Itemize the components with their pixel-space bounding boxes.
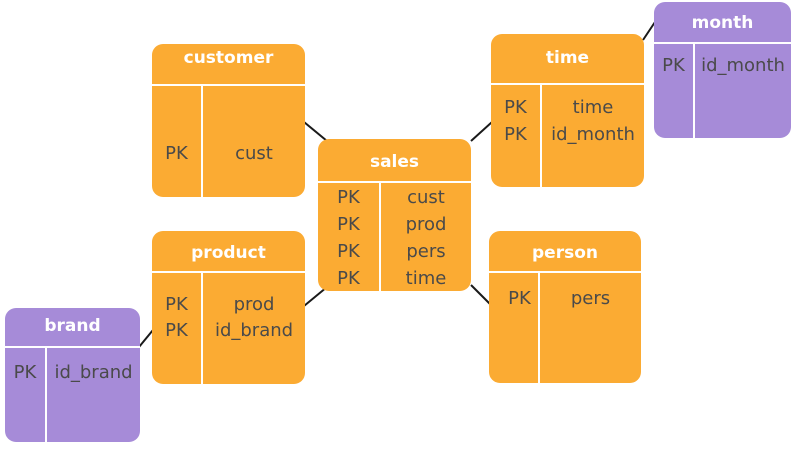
entity-sales[interactable]: sales PK cust PK prod PK pers PK time <box>318 139 471 291</box>
column-divider <box>201 86 203 197</box>
key-label: PK <box>337 187 360 208</box>
key-label: PK <box>337 214 360 235</box>
entity-title: sales <box>318 139 471 183</box>
entity-person[interactable]: person PK pers <box>489 231 641 383</box>
key-label: PK <box>337 268 360 289</box>
field-name: id_brand <box>54 362 133 383</box>
field-name: cust <box>407 187 445 208</box>
entity-brand[interactable]: brand PK id_brand <box>5 308 140 442</box>
entity-title: month <box>654 2 791 44</box>
connector-sales-person <box>470 284 491 305</box>
column-divider <box>538 273 540 383</box>
entity-product[interactable]: product PK prod PK id_brand <box>152 231 305 384</box>
entity-title: time <box>491 34 644 85</box>
key-label: PK <box>165 320 188 341</box>
field-name: time <box>572 97 614 118</box>
column-divider <box>45 348 47 442</box>
column-divider <box>201 273 203 384</box>
field-name: cust <box>235 143 273 164</box>
entity-time[interactable]: time PK time PK id_month <box>491 34 644 187</box>
field-name: id_month <box>701 55 785 76</box>
entity-title: brand <box>5 308 140 348</box>
connector-sales-time <box>470 121 493 142</box>
field-name: time <box>405 268 447 289</box>
column-divider <box>540 85 542 187</box>
field-name: prod <box>405 214 447 235</box>
connector-time-month <box>642 21 656 41</box>
entity-title: person <box>489 231 641 273</box>
field-name: id_month <box>551 124 635 145</box>
entity-customer[interactable]: customer PK cust <box>152 44 305 197</box>
entity-title: customer <box>152 44 305 86</box>
key-label: PK <box>165 143 188 164</box>
field-name: pers <box>406 241 446 262</box>
column-divider <box>693 44 695 138</box>
key-label: PK <box>13 362 37 383</box>
field-name: pers <box>570 288 611 309</box>
key-label: PK <box>504 124 527 145</box>
key-label: PK <box>337 241 360 262</box>
key-label: PK <box>165 294 188 315</box>
entity-title: product <box>152 231 305 273</box>
connector-sales-product <box>303 286 328 307</box>
connector-product-brand <box>138 329 154 348</box>
key-label: PK <box>508 288 531 309</box>
column-divider <box>379 183 381 291</box>
field-name: prod <box>233 294 275 315</box>
entity-month[interactable]: month PK id_month <box>654 2 791 138</box>
field-name: id_brand <box>214 320 294 341</box>
connector-sales-customer <box>303 121 328 142</box>
key-label: PK <box>662 55 685 76</box>
key-label: PK <box>504 97 527 118</box>
